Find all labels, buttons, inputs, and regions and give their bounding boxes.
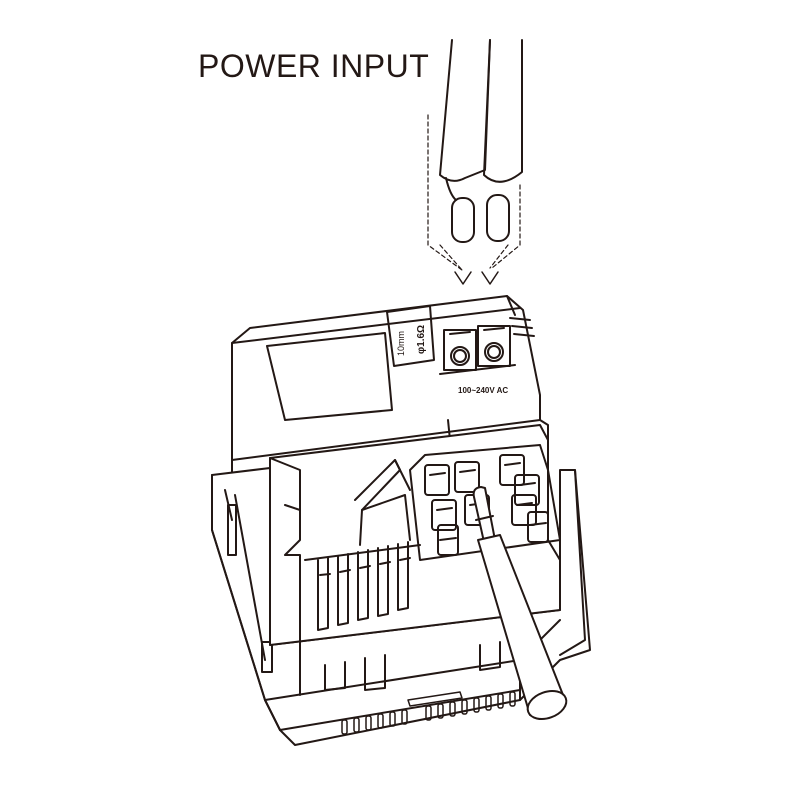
power-input-title: POWER INPUT: [198, 48, 430, 84]
vent-slots: [341, 691, 516, 735]
screw-terminals: [409, 444, 561, 561]
terminal-rating: 100~240V AC: [458, 386, 508, 395]
base-frame: [211, 467, 591, 746]
cable-spec-label: [386, 305, 435, 367]
cable-spec-1: 10mm: [396, 331, 406, 356]
inner-body: [269, 424, 561, 696]
cable-spec-2: φ1.6Ω: [416, 325, 427, 354]
comb-contacts: [304, 541, 421, 631]
power-terminal: 100~240V AC: [439, 325, 516, 395]
screwdriver: [472, 486, 568, 721]
top-housing: 10mm φ1.6Ω 100~240V AC: [231, 295, 549, 486]
display-window: [266, 332, 393, 421]
power-cable: [427, 39, 523, 285]
